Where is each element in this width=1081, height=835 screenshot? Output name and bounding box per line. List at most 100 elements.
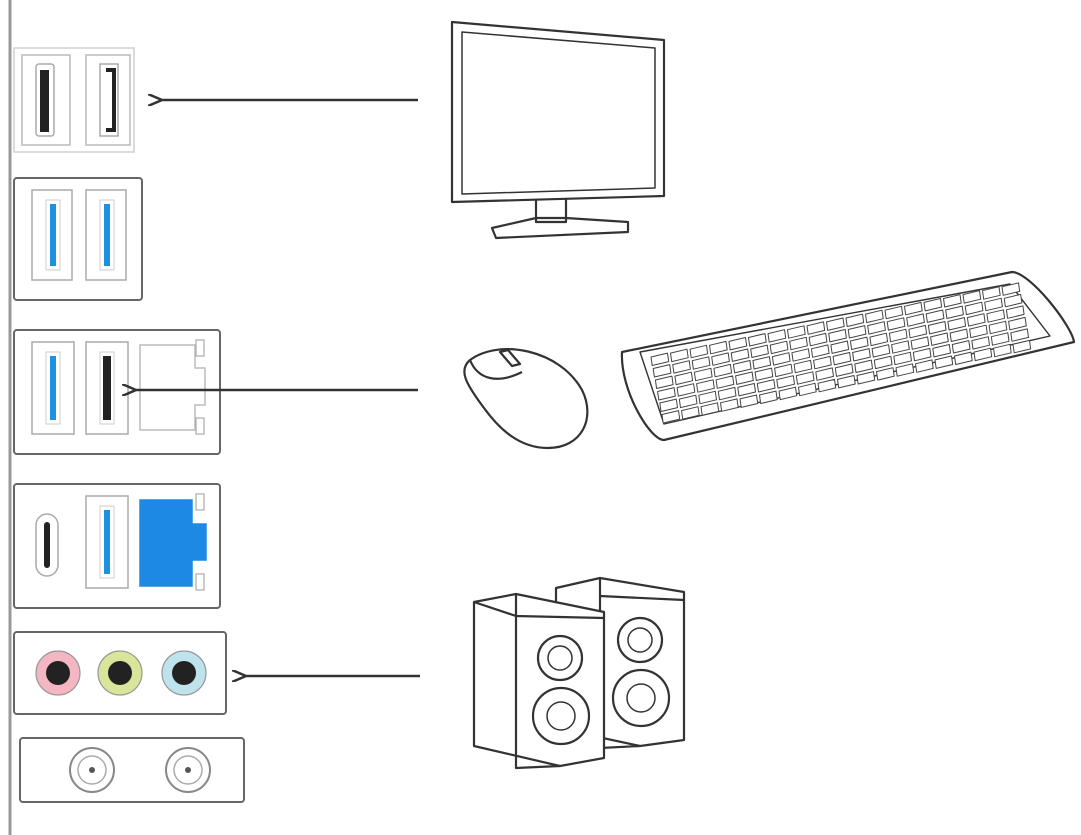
keyboard-key-icon <box>654 375 674 389</box>
lan-port-icon <box>139 339 206 435</box>
keyboard-key-icon <box>1003 293 1023 308</box>
keyboard-key-icon <box>945 305 964 319</box>
keyboard-key-icon <box>737 383 756 397</box>
hdmi-port-icon <box>21 54 71 146</box>
keyboard-key-icon <box>951 340 971 354</box>
audio-jack-pink-icon <box>35 650 81 696</box>
keyboard-key-icon <box>691 356 711 370</box>
keyboard-key-icon <box>969 324 988 339</box>
keyboard-key-icon <box>650 352 670 366</box>
keyboard-icon <box>620 270 1076 442</box>
mouse-icon <box>463 348 589 450</box>
keyboard-key-icon <box>813 355 832 370</box>
keyboard-key-icon <box>923 298 943 312</box>
keyboard-key-icon <box>832 352 852 366</box>
keyboard-key-icon <box>871 344 891 358</box>
keyboard-key-icon <box>834 363 854 377</box>
keyboard-key-icon <box>756 379 776 393</box>
keyboard-key-icon <box>776 375 795 389</box>
keyboard-key-icon <box>943 294 962 308</box>
keyboard-key-icon <box>817 378 837 393</box>
keyboard-key-icon <box>988 320 1008 335</box>
keyboard-key-icon <box>778 386 798 401</box>
antenna-connector-icon <box>165 747 211 793</box>
keyboard-key-icon <box>661 410 681 424</box>
keyboard-key-icon <box>927 321 947 335</box>
keyboard-key-icon <box>984 297 1003 312</box>
keyboard-key-icon <box>711 352 730 366</box>
keyboard-key-icon <box>810 344 830 358</box>
keyboard-key-icon <box>728 337 748 351</box>
usb-3-port-icon <box>31 341 75 435</box>
keyboard-key-icon <box>925 309 945 323</box>
keyboard-key-icon <box>689 344 709 359</box>
keyboard-key-icon <box>657 387 676 401</box>
keyboard-key-icon <box>720 398 739 412</box>
keyboard-key-icon <box>915 359 934 373</box>
keyboard-key-icon <box>676 383 696 397</box>
keyboard-key-icon <box>752 356 772 370</box>
displayport-icon <box>85 54 131 146</box>
keyboard-key-icon <box>884 305 904 320</box>
keyboard-key-icon <box>652 364 672 378</box>
keyboard-key-icon <box>793 359 813 374</box>
keyboard-key-icon <box>681 406 700 420</box>
keyboard-key-icon <box>678 394 698 409</box>
keyboard-key-icon <box>847 325 867 339</box>
keyboard-key-icon <box>876 367 895 381</box>
keyboard-key-icon <box>700 402 720 416</box>
usb-c-port-icon <box>35 513 59 577</box>
keyboard-key-icon <box>837 375 856 389</box>
keyboard-key-icon <box>895 363 915 377</box>
keyboard-key-icon <box>717 386 737 401</box>
keyboard-key-icon <box>867 321 886 335</box>
keyboard-key-icon <box>906 313 925 327</box>
audio-jack-green-icon <box>97 650 143 696</box>
keyboard-key-icon <box>806 321 826 335</box>
keyboard-key-icon <box>828 329 847 343</box>
keyboard-key-icon <box>750 344 769 358</box>
keyboard-key-icon <box>893 351 912 366</box>
usb-2-port-icon <box>85 341 129 435</box>
keyboard-key-icon <box>986 309 1006 323</box>
keyboard-key-icon <box>949 328 969 342</box>
keyboard-key-icon <box>964 301 984 316</box>
keyboard-key-icon <box>732 360 752 374</box>
keyboard-key-icon <box>934 355 954 369</box>
keyboard-key-icon <box>888 328 908 343</box>
keyboard-key-icon <box>735 371 754 385</box>
monitor-icon <box>450 20 666 240</box>
keyboard-key-icon <box>798 382 817 397</box>
keyboard-key-icon <box>787 325 806 339</box>
keyboard-key-icon <box>674 371 694 386</box>
keyboard-key-icon <box>672 360 691 374</box>
keyboard-key-icon <box>910 336 930 350</box>
usb-3-port-icon <box>85 495 129 589</box>
antenna-connector-icon <box>69 747 115 793</box>
keyboard-key-icon <box>696 379 715 393</box>
keyboard-key-icon <box>759 390 778 404</box>
keyboard-key-icon <box>856 371 876 385</box>
keyboard-key-icon <box>1008 316 1027 331</box>
keyboard-key-icon <box>973 347 993 362</box>
keyboard-key-icon <box>808 332 828 347</box>
keyboard-key-icon <box>826 317 845 331</box>
keyboard-key-icon <box>739 394 759 408</box>
keyboard-key-icon <box>971 336 990 350</box>
keyboard-key-icon <box>982 286 1001 300</box>
keyboard-key-icon <box>990 332 1010 346</box>
usb-3-port-icon <box>31 189 73 281</box>
hdmi-displayport-group <box>13 47 135 153</box>
keyboard-key-icon <box>771 352 791 366</box>
keyboard-key-icon <box>873 355 893 370</box>
keyboard-key-icon <box>693 367 713 382</box>
keyboard-key-icon <box>886 317 906 331</box>
keyboard-key-icon <box>849 336 869 350</box>
keyboard-key-icon <box>698 390 717 405</box>
keyboard-key-icon <box>912 347 932 362</box>
keyboard-key-icon <box>852 348 871 362</box>
keyboard-key-icon <box>789 336 808 351</box>
keyboard-key-icon <box>932 344 951 358</box>
usb-3-port-icon <box>85 189 127 281</box>
keyboard-key-icon <box>954 351 973 365</box>
